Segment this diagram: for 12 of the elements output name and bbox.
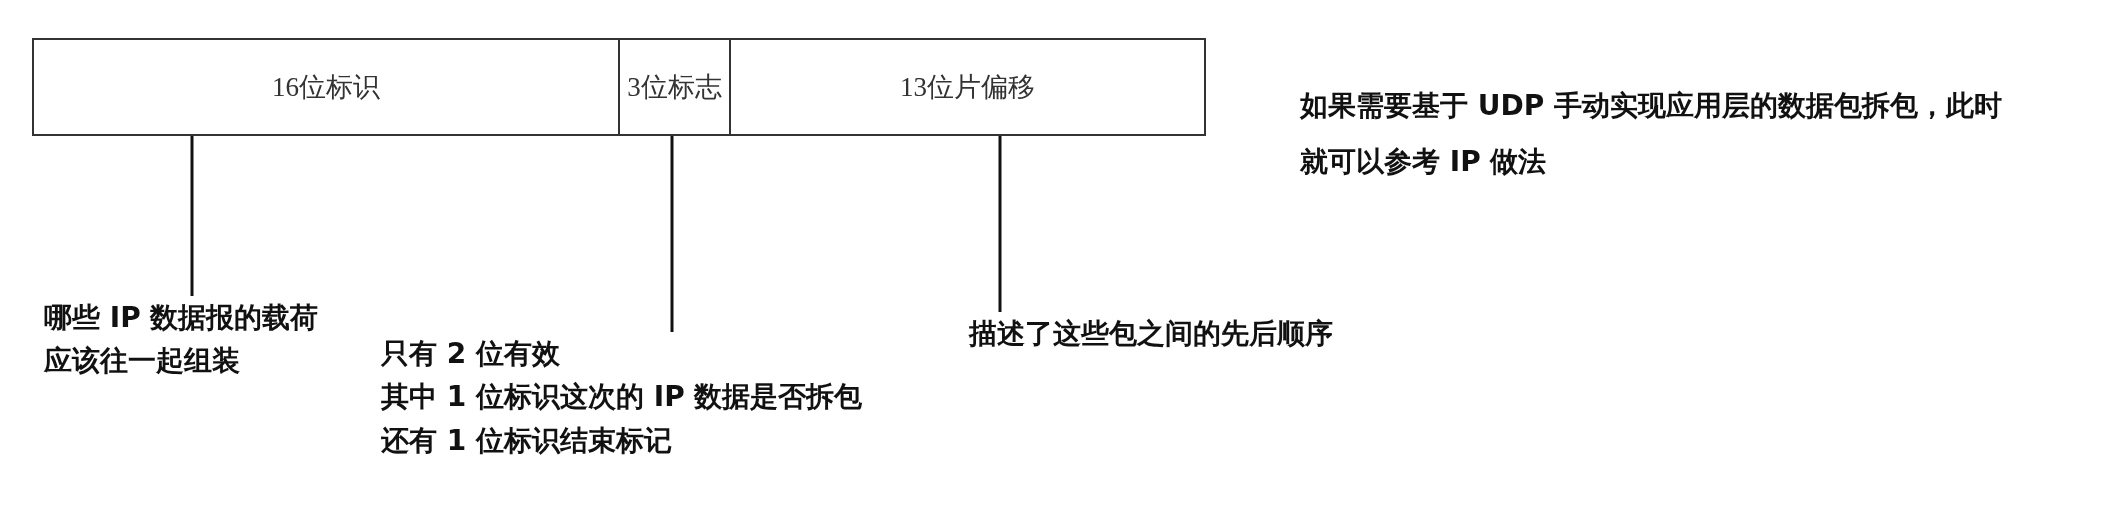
annotation-text: 还有 1 位标识结束标记 [381,422,673,459]
annotation-text: 只有 2 位有效 [381,336,561,372]
annotation-text: 哪些 IP 数据报的载荷应该往一起组装 [44,296,344,383]
header-field: 3位标志 [618,38,731,136]
leader-line [190,136,194,296]
header-field: 13位片偏移 [729,38,1206,136]
leader-line [670,136,674,332]
note-text: 如果需要基于 UDP 手动实现应用层的数据包拆包，此时就可以参考 IP 做法 [1300,88,2003,180]
leader-line [998,136,1002,312]
annotation-text: 其中 1 位标识这次的 IP 数据是否拆包 [381,379,864,416]
header-field: 16位标识 [32,38,620,136]
annotation-text: 描述了这些包之间的先后顺序 [969,312,1449,356]
